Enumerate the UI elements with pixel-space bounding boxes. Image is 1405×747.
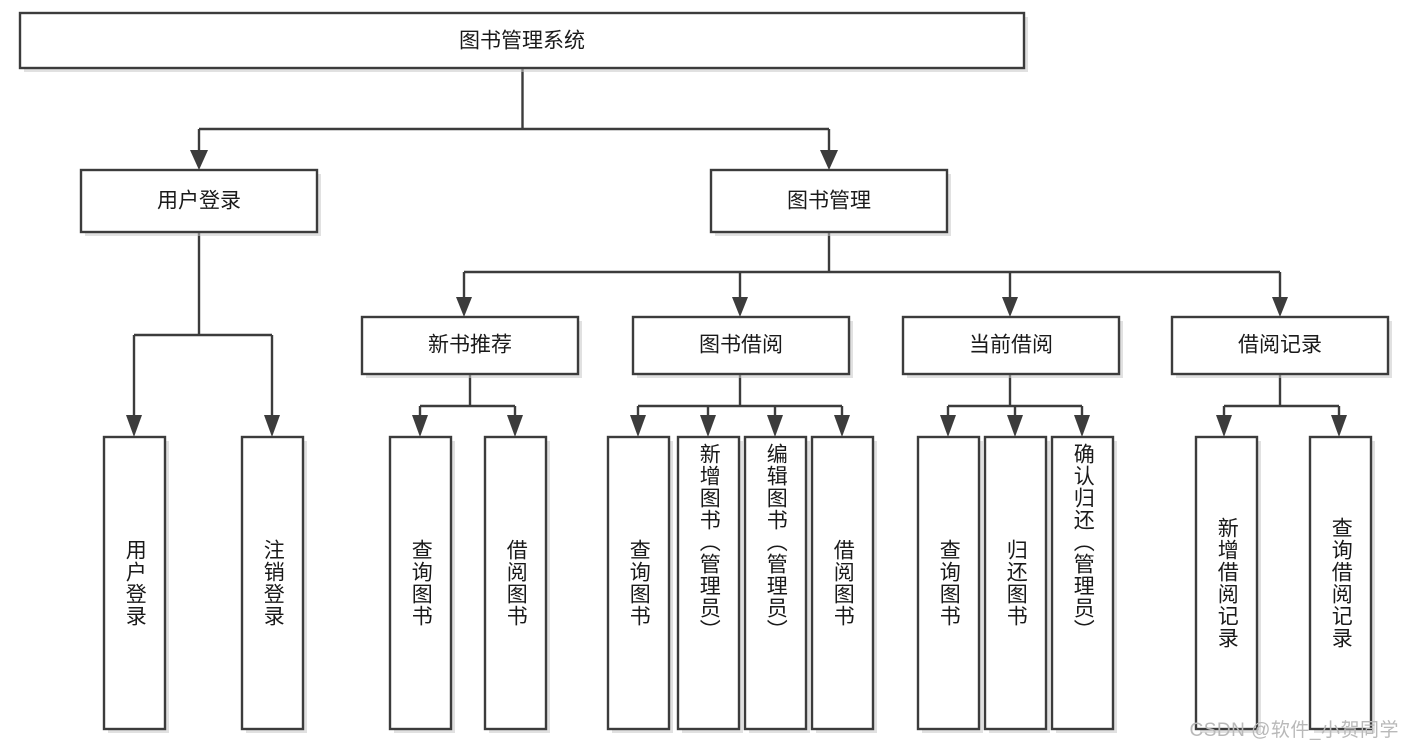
connector-group-book-manage [456,232,1288,317]
node-leaf-add-record[interactable] [1194,435,1261,733]
node-book-borrow-label: 图书借阅 [699,334,783,357]
connector-group-current-borrow [940,374,1090,437]
node-leaf-query-record[interactable] [1308,435,1375,733]
connector-group-user-login [126,232,280,437]
node-book-manage[interactable]: 图书管理 [709,168,951,236]
node-leaf-query-book-1[interactable] [388,435,455,733]
node-borrow-record-label: 借阅记录 [1238,334,1322,357]
node-borrow-record[interactable]: 借阅记录 [1170,315,1392,378]
arrow-head-leaf-query-book-2 [630,415,646,437]
arrow-head-leaf-borrow-book-2 [834,415,850,437]
arrow-head-userlogin [190,150,208,170]
node-current-borrow-label: 当前借阅 [969,334,1053,357]
node-leaf-logout[interactable] [240,435,307,733]
node-leaf-add-book[interactable] [676,435,743,733]
node-leaf-return-book[interactable] [983,435,1050,733]
node-root-label: 图书管理系统 [459,30,585,53]
connector-group-new-book-rec [412,374,523,437]
node-current-borrow[interactable]: 当前借阅 [901,315,1123,378]
arrow-head-leaf-confirm-return [1074,415,1090,437]
arrow-head-bookmanage [820,150,838,170]
node-leaf-borrow-book-2[interactable] [810,435,877,733]
arrow-head-current-borrow [1002,297,1018,317]
arrow-head-leaf-logout [264,415,280,437]
arrow-head-leaf-borrow-book-1 [507,415,523,437]
arrow-head-leaf-return-book [1007,415,1023,437]
node-user-login[interactable]: 用户登录 [79,168,321,236]
node-book-manage-label: 图书管理 [787,190,871,213]
node-leaf-edit-book[interactable] [743,435,810,733]
node-leaf-confirm-return[interactable] [1050,435,1117,733]
connector-group-book-borrow [630,374,850,437]
connector-group-borrow-record [1216,374,1347,437]
arrow-head-leaf-add-book [700,415,716,437]
node-leaf-borrow-book-1[interactable] [483,435,550,733]
connector-group-root [190,68,838,170]
arrow-head-new-book-rec [456,297,472,317]
arrow-head-leaf-add-record [1216,415,1232,437]
arrow-head-book-borrow [732,297,748,317]
watermark-text: CSDN @软件_小贺同学 [1189,720,1399,741]
arrow-head-leaf-query-book-1 [412,415,428,437]
arrow-head-leaf-query-book-3 [940,415,956,437]
node-user-login-label: 用户登录 [157,190,241,213]
node-leaf-query-book-2[interactable] [606,435,673,733]
node-new-book-rec-label: 新书推荐 [428,334,512,357]
arrow-head-borrow-record [1272,297,1288,317]
node-new-book-rec[interactable]: 新书推荐 [360,315,582,378]
node-root[interactable]: 图书管理系统 [18,11,1028,72]
node-leaf-user-login[interactable] [102,435,169,733]
arrow-head-leaf-edit-book [767,415,783,437]
node-leaf-query-book-3[interactable] [916,435,983,733]
arrow-head-leaf-user-login [126,415,142,437]
arrow-head-leaf-query-record [1331,415,1347,437]
node-book-borrow[interactable]: 图书借阅 [631,315,853,378]
